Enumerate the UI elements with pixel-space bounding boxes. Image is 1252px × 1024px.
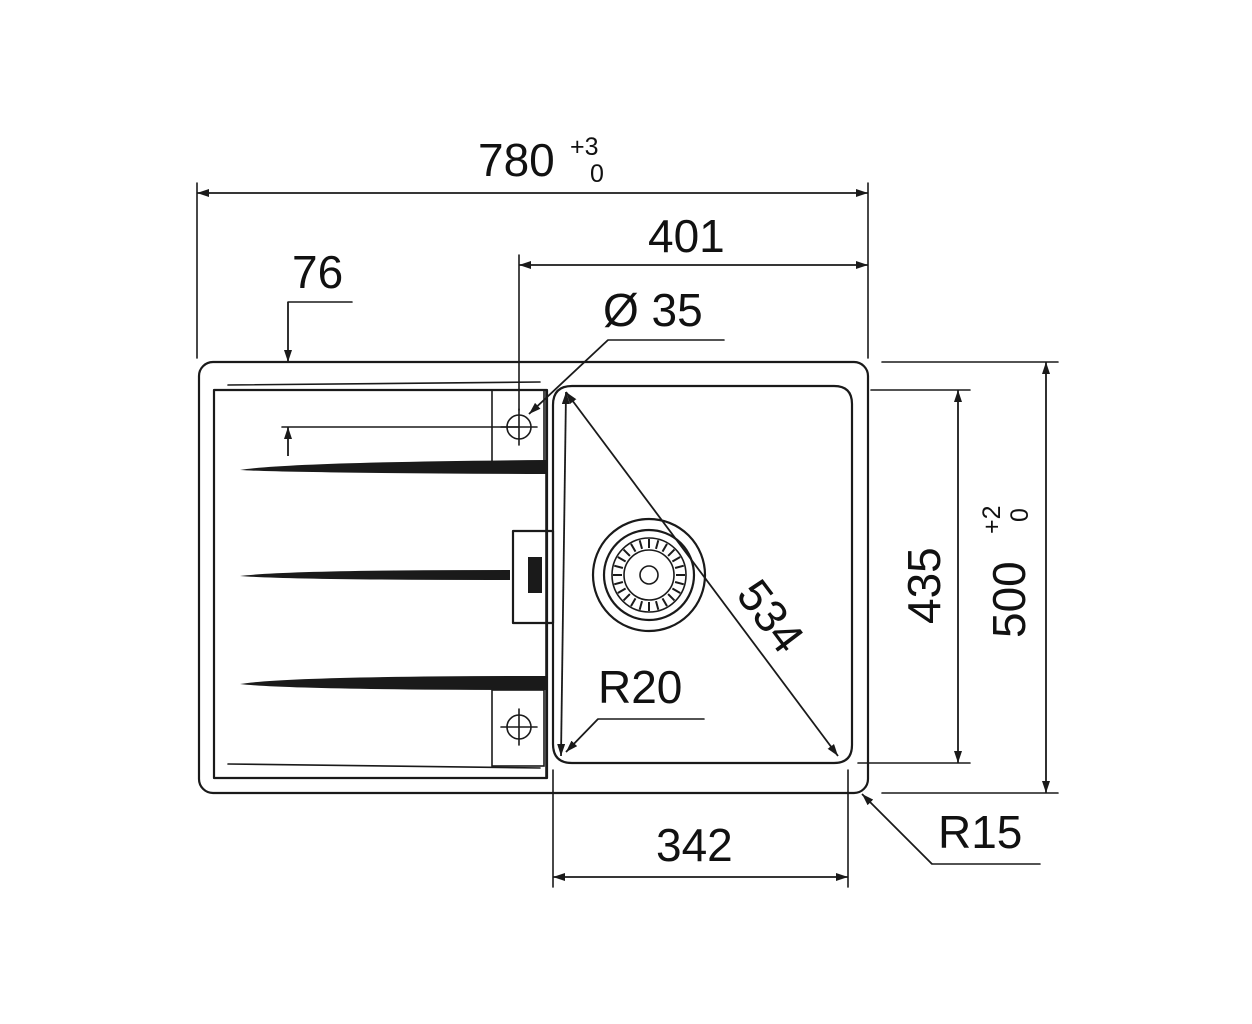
strainer-slot [671, 587, 681, 594]
strainer-slot [655, 600, 660, 611]
dim-inner-radius: R20 [565, 661, 705, 753]
sink-outline [197, 360, 870, 795]
dim-label-bowl-diagonal: 534 [727, 570, 815, 663]
strainer-slot [613, 581, 624, 586]
dim-tol-upper-depth-total: +2 [978, 505, 1006, 534]
tap-hole-pad-bottom [491, 689, 545, 767]
dim-leader-outer-radius [861, 793, 933, 865]
dim-label-outer-radius: R15 [938, 806, 1022, 858]
dim-label-width-total: 780 [478, 134, 555, 186]
strainer-slot [667, 593, 676, 602]
dim-tol-lower-width-total: 0 [590, 160, 604, 188]
dim-label-depth-total: 500 [983, 561, 1035, 638]
strainer-slot [661, 543, 668, 553]
strainer-slot [630, 597, 637, 607]
dim-width-total: 780 +3 0 [196, 133, 869, 359]
strainer-slot [630, 543, 637, 553]
dim-label-inner-radius: R20 [598, 661, 682, 713]
dim-bowl-width: 342 [552, 769, 849, 888]
dim-leader-inner-radius [565, 718, 599, 753]
dim-bowl-offset-width: 401 [518, 210, 868, 411]
drainer-groove-top [240, 460, 548, 474]
strainer-slot [655, 539, 660, 550]
strainer-slot [674, 581, 685, 586]
drainer-grooves [240, 460, 548, 690]
strainer-slot [617, 556, 627, 563]
strainer-slot [661, 597, 668, 607]
bowl-outline [551, 384, 854, 765]
dim-outer-radius: R15 [861, 793, 1041, 865]
sink-outer-edge [197, 360, 870, 795]
dim-tol-upper-width-total: +3 [570, 133, 599, 161]
dim-line-bowl-diagonal [565, 391, 839, 757]
bowl [545, 384, 854, 779]
dim-label-tap-hole-offset: 76 [292, 246, 343, 298]
strainer-slot [638, 600, 643, 611]
drain-outer-ring [591, 517, 707, 633]
strainer-slot [667, 548, 676, 557]
dim-leader-tap-hole-diameter [528, 339, 609, 415]
dim-bowl-depth: 435 [857, 389, 971, 764]
overflow-housing [511, 529, 555, 625]
drain-center [639, 565, 659, 585]
strainer-slot [622, 593, 631, 602]
dim-tap-hole-diameter: Ø 35 [528, 284, 725, 415]
strainer-slot [622, 548, 631, 557]
drainer-groove-bottom [240, 676, 548, 690]
strainer-slot [638, 539, 643, 550]
strainer-slot [674, 564, 685, 569]
dim-label-bowl-depth: 435 [898, 547, 950, 624]
drainer-area [212, 388, 549, 780]
strainer-slot [671, 556, 681, 563]
strainer-slot [617, 587, 627, 594]
dim-tap-hole-offset: 76 [281, 246, 520, 456]
dim-depth-total: 500 +2 0 [881, 361, 1059, 794]
overflow [511, 529, 555, 625]
drain-strainer [591, 517, 707, 633]
drainer-groove-middle [240, 570, 510, 580]
dim-tol-lower-depth-total: 0 [1006, 508, 1034, 522]
strainer-slot [613, 564, 624, 569]
dim-label-bowl-width: 342 [656, 819, 733, 871]
dim-label-tap-hole-diameter: Ø 35 [603, 284, 703, 336]
dim-label-bowl-offset-width: 401 [648, 210, 725, 262]
overflow-slot [528, 557, 542, 593]
